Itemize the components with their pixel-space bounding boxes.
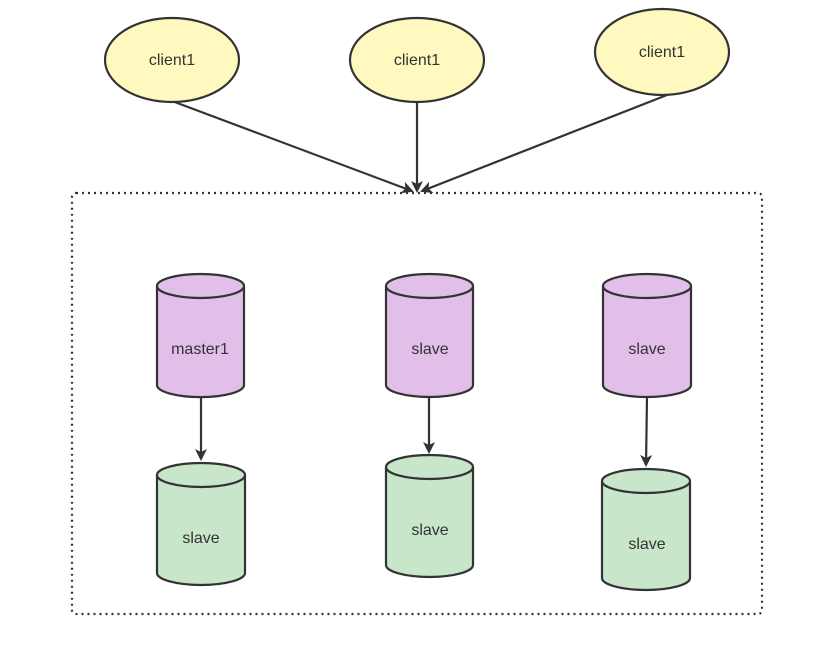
cluster-boundary (70, 191, 764, 616)
db-label: slave (182, 530, 219, 547)
client-label: client1 (639, 44, 685, 61)
db-label: slave (411, 522, 448, 539)
replication-edge-3 (640, 396, 653, 467)
client-node-2: client1 (348, 16, 486, 104)
master-db-1: master1 (155, 272, 246, 399)
client-node-1: client1 (103, 16, 241, 104)
db-label: slave (628, 341, 665, 358)
client-label: client1 (394, 52, 440, 69)
slave-db-2-top: slave (384, 272, 475, 399)
client-node-3: client1 (593, 7, 731, 97)
client-label: client1 (149, 52, 195, 69)
slave-db-3-bottom: slave (600, 467, 692, 592)
db-label: slave (411, 341, 448, 358)
db-label: master1 (171, 341, 229, 358)
slave-db-3-top: slave (601, 272, 693, 399)
slave-db-2-bottom: slave (384, 453, 475, 579)
db-label: slave (628, 536, 665, 553)
client-edge-1 (171, 99, 414, 194)
client-edge-3 (420, 93, 668, 193)
slave-db-1: slave (155, 461, 247, 587)
